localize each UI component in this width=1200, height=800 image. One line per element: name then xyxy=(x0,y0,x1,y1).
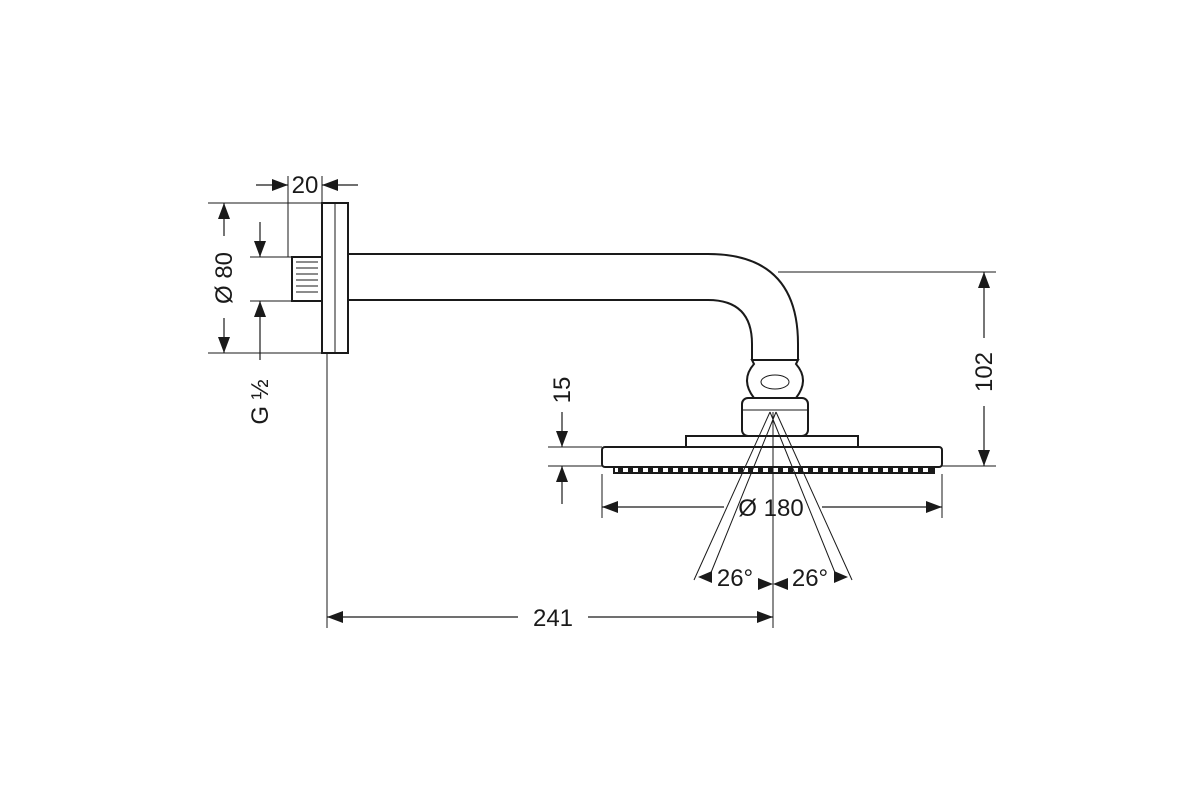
spray-nozzle xyxy=(618,468,623,472)
spray-nozzles xyxy=(618,468,933,472)
spray-nozzle xyxy=(768,468,773,472)
spray-nozzle xyxy=(788,468,793,472)
spray-nozzle xyxy=(848,468,853,472)
shower-head xyxy=(601,435,943,474)
spray-nozzle xyxy=(738,468,743,472)
spray-nozzle xyxy=(668,468,673,472)
dimension-flange-diameter: Ø 80 xyxy=(211,203,238,353)
dimension-projection: 241 xyxy=(327,605,773,632)
wall-flange xyxy=(321,202,349,354)
connector-nut xyxy=(741,397,809,437)
spray-nozzle xyxy=(858,468,863,472)
dimension-thread: G ½ xyxy=(247,222,274,425)
spray-nozzle xyxy=(838,468,843,472)
ball-joint xyxy=(746,359,804,399)
dimension-head-diameter: Ø 180 xyxy=(602,495,942,522)
thread-connector xyxy=(291,256,323,302)
spray-nozzle xyxy=(898,468,903,472)
label-projection: 241 xyxy=(533,605,573,632)
spray-nozzle xyxy=(798,468,803,472)
spray-nozzle xyxy=(628,468,633,472)
spray-nozzle xyxy=(688,468,693,472)
label-tilt-right: 26° xyxy=(792,565,828,592)
spray-nozzle xyxy=(818,468,823,472)
label-head-diameter: Ø 180 xyxy=(738,495,803,522)
spray-nozzle xyxy=(918,468,923,472)
dimension-tilt-angles: 26° 26° xyxy=(698,565,848,592)
label-thread: G ½ xyxy=(247,379,274,424)
spray-nozzle xyxy=(888,468,893,472)
spray-nozzle xyxy=(698,468,703,472)
spray-angle-lines xyxy=(693,411,853,628)
dimension-head-thickness: 15 xyxy=(549,377,576,504)
label-flange-depth: 20 xyxy=(292,172,319,199)
spray-nozzle xyxy=(748,468,753,472)
spray-nozzle xyxy=(758,468,763,472)
spray-nozzle xyxy=(658,468,663,472)
label-head-thickness: 15 xyxy=(549,377,576,404)
label-flange-diameter: Ø 80 xyxy=(211,252,238,304)
spray-nozzle xyxy=(808,468,813,472)
dimension-drop-height: 102 xyxy=(971,272,998,466)
shower-arm xyxy=(348,253,799,360)
spray-nozzle xyxy=(868,468,873,472)
spray-nozzle xyxy=(718,468,723,472)
label-tilt-left: 26° xyxy=(717,565,753,592)
spray-nozzle xyxy=(778,468,783,472)
spray-nozzle xyxy=(638,468,643,472)
spray-nozzle xyxy=(908,468,913,472)
spray-nozzle xyxy=(678,468,683,472)
spray-nozzle xyxy=(728,468,733,472)
spray-nozzle xyxy=(828,468,833,472)
label-drop-height: 102 xyxy=(971,352,998,392)
spray-nozzle xyxy=(648,468,653,472)
dimension-flange-depth: 20 xyxy=(256,172,358,199)
extension-lines xyxy=(208,176,996,628)
spray-nozzle xyxy=(708,468,713,472)
spray-nozzle xyxy=(878,468,883,472)
spray-nozzle xyxy=(928,468,933,472)
